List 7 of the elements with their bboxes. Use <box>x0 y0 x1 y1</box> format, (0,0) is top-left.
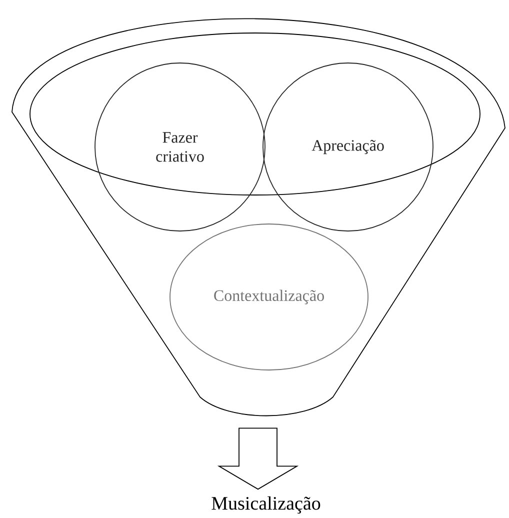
funnel-shape <box>12 18 506 416</box>
circle-label: Contextualização <box>170 224 368 370</box>
circle-label: Fazer criativo <box>94 62 266 232</box>
output-label: Musicalização <box>212 496 320 514</box>
ellipse-outline <box>30 32 480 196</box>
circle-label: Apreciação <box>262 62 434 232</box>
block-arrow <box>217 428 299 490</box>
